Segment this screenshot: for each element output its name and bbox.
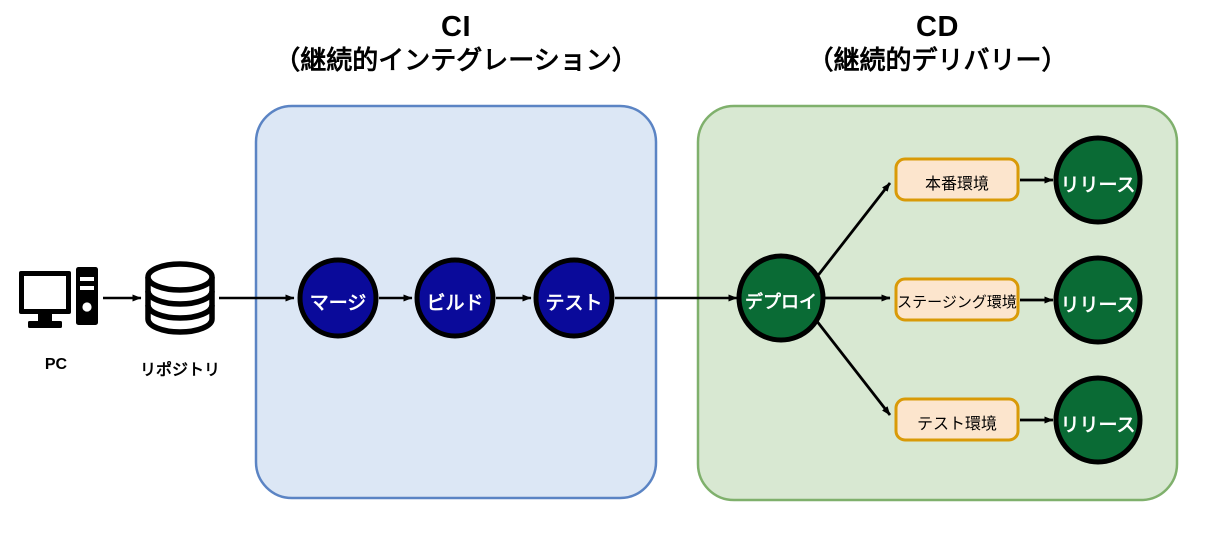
- cd-section-title: CD （継続的デリバリー）: [697, 10, 1178, 77]
- cd-title-abbr: CD: [916, 11, 959, 43]
- ci-node-merge[interactable]: [297, 257, 379, 339]
- env-box-test[interactable]: [894, 397, 1020, 442]
- ci-title-full: （継続的インテグレーション）: [274, 45, 638, 76]
- release-node-test[interactable]: [1053, 375, 1143, 465]
- ci-node-test[interactable]: [533, 257, 615, 339]
- ci-title-abbr: CI: [441, 11, 471, 43]
- ci-node-build[interactable]: [414, 257, 496, 339]
- cd-title-full: （継続的デリバリー）: [807, 45, 1068, 76]
- cd-node-deploy[interactable]: [736, 253, 826, 343]
- env-box-production[interactable]: [894, 157, 1020, 202]
- desktop-computer-icon: [19, 267, 98, 328]
- repository-label: リポジトリ: [139, 362, 220, 379]
- pc-label: PC: [44, 356, 68, 373]
- ci-section-title: CI （継続的インテグレーション）: [255, 10, 657, 77]
- release-node-staging[interactable]: [1053, 255, 1143, 345]
- database-cylinder-icon: [145, 261, 215, 335]
- env-box-staging[interactable]: [894, 277, 1020, 322]
- arrow-deploy-to-production-env: [814, 182, 892, 279]
- arrow-deploy-to-test-env: [814, 319, 892, 416]
- release-node-production[interactable]: [1053, 135, 1143, 225]
